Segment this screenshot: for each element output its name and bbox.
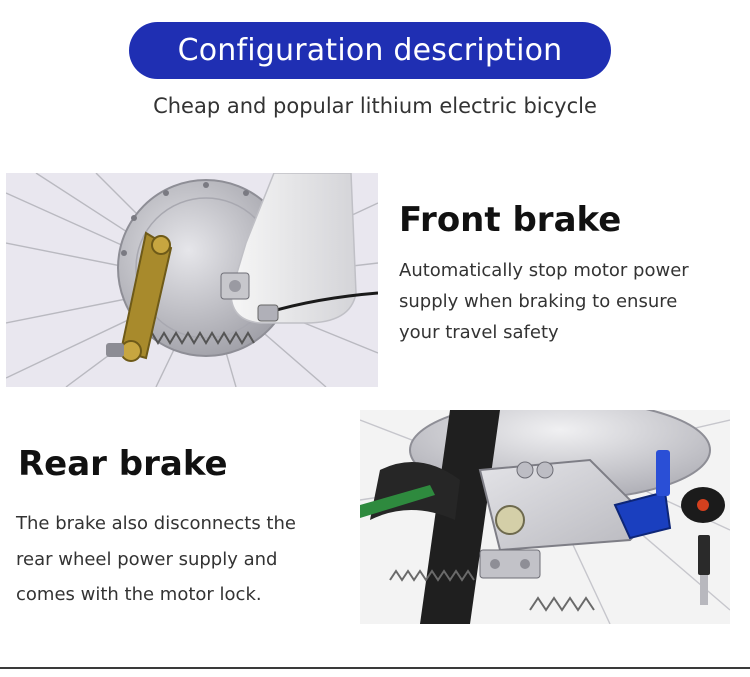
bottom-divider [0, 667, 750, 669]
section-title: Configuration description [177, 33, 563, 68]
front-brake-desc-line: Automatically stop motor power [399, 260, 689, 281]
front-brake-description: Automatically stop motor power supply wh… [399, 255, 729, 348]
rear-brake-title: Rear brake [18, 444, 228, 484]
rear-brake-photo [360, 410, 730, 624]
front-brake-desc-line: supply when braking to ensure [399, 291, 678, 312]
front-brake-photo [6, 173, 378, 387]
section-header-pill: Configuration description [129, 22, 611, 79]
rear-brake-description: The brake also disconnects the rear whee… [16, 506, 336, 613]
rear-brake-desc-line: rear wheel power supply and [16, 548, 278, 570]
rear-brake-desc-line: The brake also disconnects the [16, 513, 296, 534]
rear-brake-illustration [360, 410, 730, 624]
front-brake-title: Front brake [399, 200, 622, 240]
front-brake-desc-line: your travel safety [399, 322, 559, 343]
rear-brake-desc-line: comes with the motor lock. [16, 584, 262, 605]
section-subtitle: Cheap and popular lithium electric bicyc… [153, 94, 597, 118]
front-brake-illustration [6, 173, 378, 387]
